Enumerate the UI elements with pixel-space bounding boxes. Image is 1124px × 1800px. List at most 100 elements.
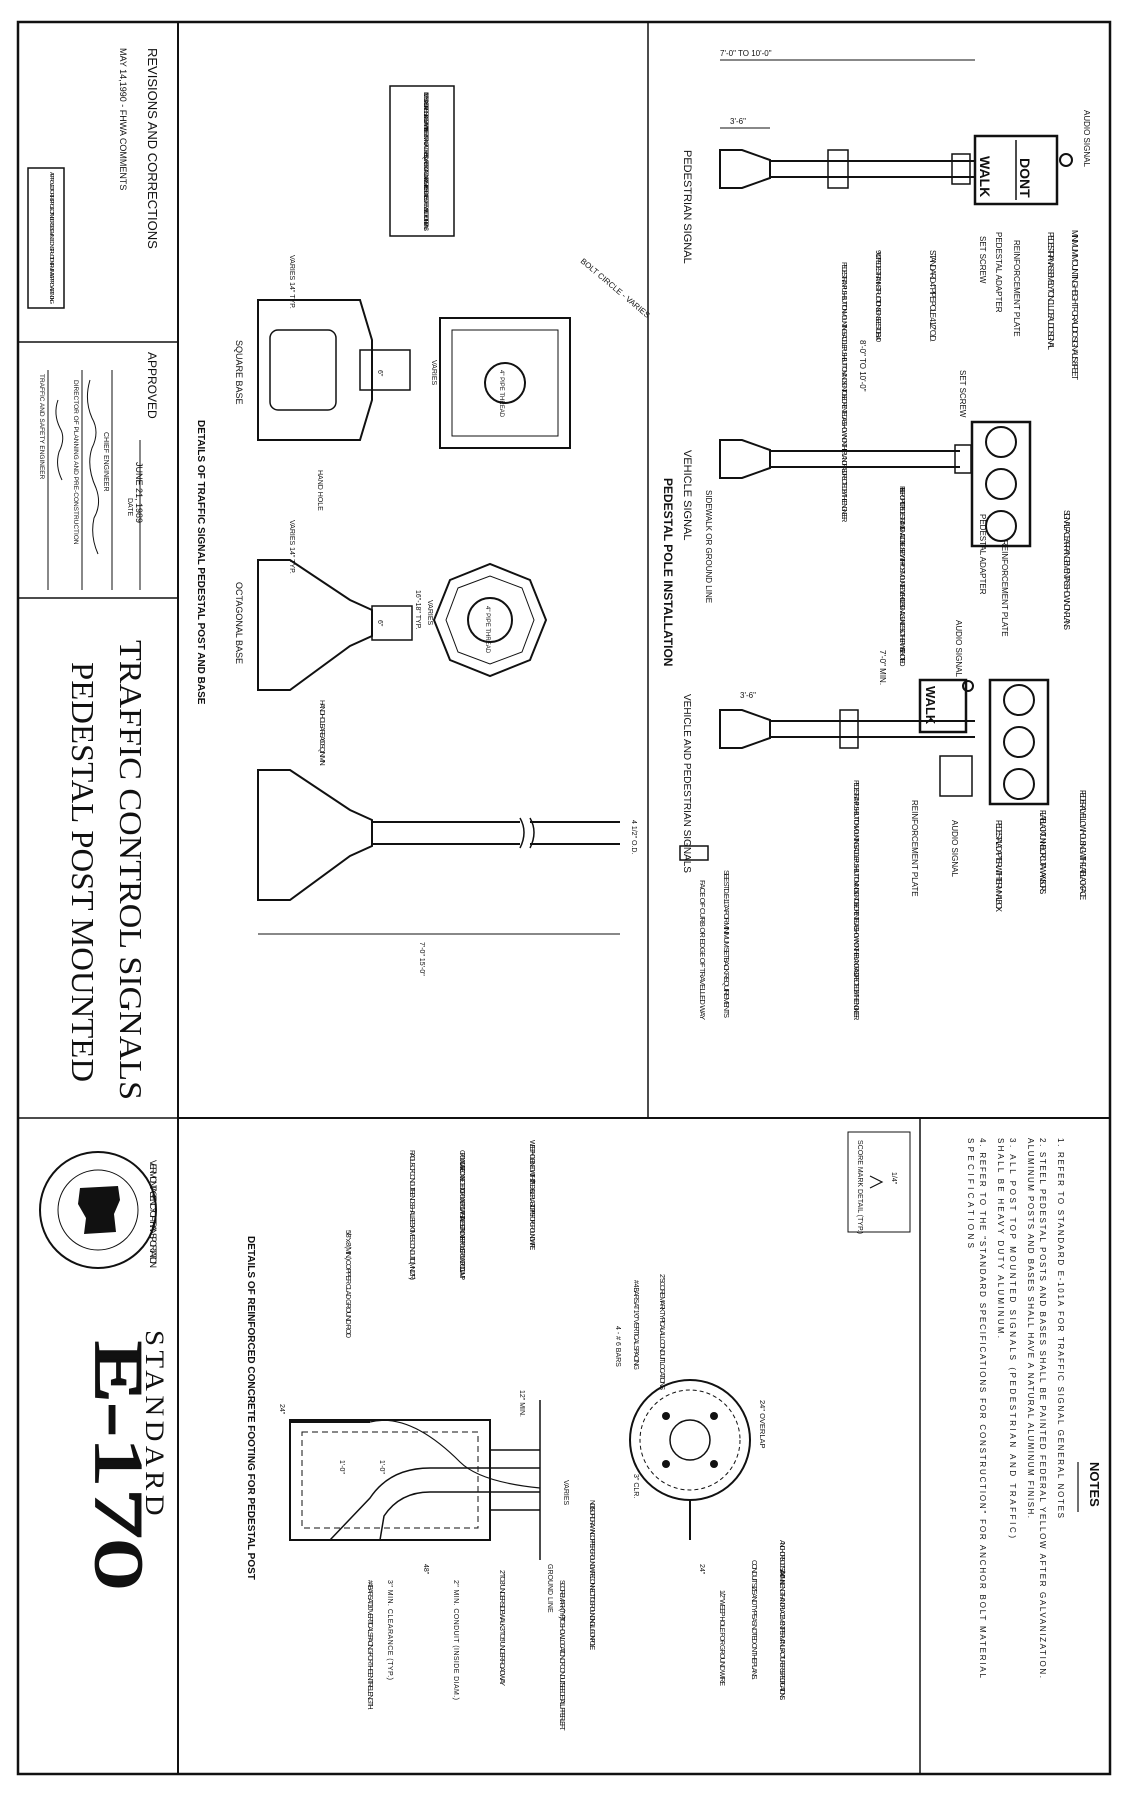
veh-lens-2 bbox=[985, 468, 1017, 500]
note-item-1: 1. REFER TO STANDARD E-101A FOR TRAFFIC … bbox=[1056, 1138, 1065, 1518]
curb-symbol bbox=[679, 845, 709, 861]
square-varies-14: VARIES 14" TYP. bbox=[288, 255, 295, 309]
octagonal-base-elevation bbox=[257, 559, 373, 691]
ped-adapter-label-2: PEDESTAL ADAPTER bbox=[978, 514, 987, 595]
standard-block: VERMONT AGENCY OF TRANSPORTATION STANDAR… bbox=[39, 1151, 169, 1591]
square-base-plan-inner bbox=[451, 329, 559, 437]
dim-36: 3'-6" bbox=[730, 117, 746, 126]
audio-signal-icon bbox=[1059, 153, 1073, 167]
square-base-caption: SQUARE BASE bbox=[234, 340, 244, 405]
oct-varies-label: VARIES bbox=[426, 600, 433, 625]
fiberoptic-note: FIBEROPTIC PEDESTRIAN SIGNAL TO BE USED … bbox=[898, 486, 907, 667]
oct-varies-14: VARIES 14" TYP. bbox=[288, 520, 295, 574]
square-varies-label: VARIES bbox=[430, 360, 437, 385]
manufacturer-note: DIMENSIONS FOR PEDESTAL BASES VARY WITH … bbox=[422, 92, 429, 232]
three-min-clear-label: 3" MIN. CLEARANCE (TYP.) bbox=[386, 1580, 393, 1680]
vp-pole-base bbox=[719, 709, 771, 749]
vp-push-button bbox=[839, 709, 859, 749]
veh-pole-base bbox=[719, 439, 771, 479]
approval-stamp bbox=[27, 167, 65, 309]
veh-signal-caption: VEHICLE SIGNAL bbox=[681, 450, 693, 540]
score-mark-detail-label: SCORE MARK DETAIL (TYP.) bbox=[856, 1140, 863, 1234]
curb-label: FACE OF CURB OR EDGE OF TRAVELLED WAY bbox=[698, 880, 707, 1020]
revisions-block: REVISIONS AND CORRECTIONS MAY 14,1990 - … bbox=[27, 48, 160, 309]
octagonal-base-caption: OCTAGONAL BASE bbox=[234, 582, 244, 664]
footing-plan bbox=[629, 1379, 751, 1501]
footing-48-label: 48" bbox=[422, 1564, 429, 1575]
chief-engineer-label: CHIEF ENGINEER bbox=[102, 432, 109, 492]
score-mark-symbol bbox=[869, 1175, 884, 1189]
footing-varies-label: VARIES bbox=[562, 1480, 569, 1505]
ped-signal-caption: PEDESTRIAN SIGNAL bbox=[681, 150, 693, 264]
anchor-bolts-label: ANCHOR BOLTS 3/4" x 4'-0" MIN. LENGTH AN… bbox=[778, 1540, 785, 1701]
footing-details: DETAILS OF REINFORCED CONCRETE FOOTING F… bbox=[245, 1131, 911, 1731]
walk-text-2: WALK bbox=[923, 686, 938, 725]
footing-elevation bbox=[289, 1419, 491, 1541]
four-6-bars-label: 4 - # 6 BARS bbox=[614, 1326, 621, 1367]
post-break-1 bbox=[519, 817, 525, 849]
score-mark-detail-box bbox=[847, 1131, 911, 1233]
push-button-label-2: PEDESTRIAN PUSH BUTTON MOUNTING SADDLE P… bbox=[852, 780, 859, 1020]
weep-hole-label: 1/2" WEEP HOLE FOR GROUND WIRE bbox=[718, 1590, 725, 1686]
ped-pole-base bbox=[719, 149, 771, 189]
hand-hole-area-label: HAND HOLE AREA 60 SQ. IN. MIN. bbox=[318, 700, 325, 766]
clr-3-label: 3" CLR. bbox=[632, 1474, 639, 1498]
four-bars-spacing-label: # 4 BARS AT 1'-0" VERTICAL SPACING bbox=[632, 1280, 639, 1370]
footing-conduit-2 bbox=[379, 1491, 540, 1541]
instr-sign-label: 9"x12" PEDESTRIAN INSTRUCTION SIGN SEE S… bbox=[874, 250, 883, 342]
overlap-24-label: 24" OVERLAP bbox=[758, 1400, 767, 1449]
dim-36b: 3'-6" bbox=[740, 691, 756, 700]
square-base-elevation bbox=[257, 299, 373, 441]
walk-text: WALK bbox=[977, 156, 993, 197]
min-mount-height-note: MINIMUM MOUNTING HEIGHT FOR AUDIO SIGNAL… bbox=[1070, 230, 1079, 380]
square-base-neck bbox=[359, 349, 411, 391]
signature-2 bbox=[55, 399, 64, 481]
score-2-label: 2" SCORE MARK TYPICAL ALL CONDUIT LOCATI… bbox=[658, 1274, 665, 1390]
oct-16-18-label: 16"-18" TYP. bbox=[414, 590, 421, 629]
signature-1 bbox=[86, 379, 100, 555]
std-pipe-label: STANDARD 4" PIPE POLE 4 1/2" O.D. bbox=[928, 250, 937, 342]
vp-lens-3 bbox=[1003, 768, 1035, 800]
footing-conduit-1 bbox=[329, 1467, 540, 1541]
square-base-plan bbox=[439, 317, 571, 449]
post-length-label: 7'-0" 15'-0" bbox=[418, 942, 425, 976]
vp-lens-2 bbox=[1003, 726, 1035, 758]
agency-seal-text: VERMONT AGENCY OF TRANSPORTATION bbox=[148, 1160, 158, 1268]
vermont-state-shape bbox=[78, 1186, 120, 1234]
footing-1-0b-label: 1'-0" bbox=[338, 1460, 345, 1474]
octagonal-base-plan-inner bbox=[445, 575, 535, 665]
audio-signal-label-2: AUDIO SIGNAL bbox=[954, 620, 963, 677]
manufacturer-note-box bbox=[389, 85, 455, 237]
sheet-border bbox=[16, 20, 1112, 1776]
veh-adapter bbox=[954, 444, 972, 474]
veh-lens-3 bbox=[985, 510, 1017, 542]
score-mark-dim: 1/4" bbox=[890, 1172, 897, 1185]
sheet-title: TRAFFIC CONTROL SIGNALS PEDESTAL POST MO… bbox=[65, 640, 149, 1100]
std-e117a-label: SEE STD. E-117A FOR MINIMUM SETBACK REQU… bbox=[722, 870, 731, 1018]
four-bars-entire-label: # 4 BARS AT 1'-0" VERTICAL SPACING FOR T… bbox=[366, 1580, 373, 1710]
sidewalk-label: SIDEWALK OR GROUND LINE bbox=[704, 490, 713, 603]
od-label: 4 1/2" O.D. bbox=[630, 820, 637, 854]
pedestrian-signal-pole: DONT WALK AUDIO SIGNAL MINIMUM MOUNTING … bbox=[681, 49, 1091, 522]
note-item-2b: ALUMINUM POSTS AND BASES SHALL HAVE A NA… bbox=[1026, 1138, 1035, 1518]
approved-label: APPROVED bbox=[145, 352, 159, 419]
notes-heading: NOTES bbox=[1087, 1462, 1102, 1507]
ped-assembly-note: PEDESTRIAN ASSEMBLY TO INCLUDE AUDIO SIG… bbox=[1046, 232, 1055, 351]
vp-walk-head bbox=[918, 678, 968, 734]
terminal-box-label: PEDESTAL ADAPTER WITH TERMINAL BOX. bbox=[994, 820, 1003, 913]
reinf-plate-label: REINFORCEMENT PLATE bbox=[1012, 240, 1021, 337]
score-loc-label: SCORE MARK (TYP.) TO SHOW LOCATION OF CO… bbox=[558, 1580, 565, 1731]
yellow-housing-label: FEDERAL YELLOW HOUSING WITH FLAT BLACK F… bbox=[1078, 790, 1087, 900]
reinf-plate-label-2: REINFORCEMENT PLATE bbox=[1000, 540, 1009, 637]
dim-7min: 7'-0" MIN. bbox=[878, 650, 887, 685]
visors-label: FLAT BLACK TUNNEL OR CUT-AWAY VISORS. bbox=[1038, 810, 1047, 894]
install-title: PEDESTAL POLE INSTALLATION bbox=[661, 478, 675, 666]
notes-block: NOTES 1. REFER TO STANDARD E-101A FOR TR… bbox=[966, 1138, 1102, 1679]
radius-label: RADIUS OF CONDUIT BENDS SHALL BE SIX TIM… bbox=[408, 1150, 415, 1280]
set-screw-label: SET SCREW bbox=[978, 236, 987, 284]
pedestrian-signal-head bbox=[973, 134, 1059, 206]
oct-6-label: 6" bbox=[376, 620, 383, 627]
dont-text: DONT bbox=[1017, 158, 1033, 198]
audio-signal-icon-2 bbox=[962, 680, 974, 692]
square-hand-hole bbox=[269, 329, 337, 411]
